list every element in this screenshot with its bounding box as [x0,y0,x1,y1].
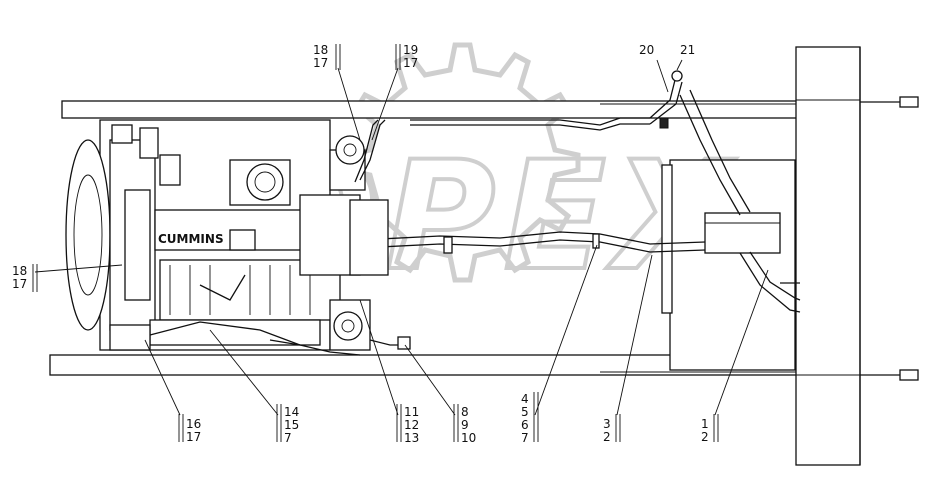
callout-num: 20 [639,43,654,57]
callout-num: 17 [403,56,418,70]
callout-18-17-left: 18 17 [12,264,38,292]
callout-num: 18 [313,43,328,57]
engine: CUMMINS [65,119,411,356]
cross-members [661,46,861,466]
callout-20: 20 [639,43,654,57]
callout-num: 5 [521,405,529,419]
rear-cross-plate [669,159,796,371]
callout-num: 16 [186,417,201,431]
callout-3-2: 3 2 [603,414,621,444]
callout-14-15-7: 14 15 7 [276,404,299,445]
callout-num: 21 [680,43,695,57]
callout-num: 17 [12,277,27,291]
callout-16-17: 16 17 [178,414,201,444]
callout-1-2: 1 2 [701,414,719,444]
upper-engine-mount [335,135,365,165]
callout-num: 2 [701,430,709,444]
callout-num: 3 [603,417,611,431]
callout-8-9-10: 8 9 10 [453,404,476,445]
callout-num: 18 [12,264,27,278]
radiator-fan [65,139,111,331]
callout-num: 15 [284,418,299,432]
callout-num: 2 [603,430,611,444]
callout-num: 9 [461,418,469,432]
rail-end-bottom [899,369,919,381]
callout-num: 12 [404,418,419,432]
callout-num: 13 [404,431,419,445]
frame-rails [49,96,919,381]
rail-end-top [899,96,919,108]
breather-cap [671,70,683,82]
piping [359,70,801,313]
leader-lines [34,59,769,416]
callout-num: 17 [313,56,328,70]
callout-21: 21 [680,43,695,57]
callout-num: 4 [521,392,529,406]
callout-num: 6 [521,418,529,432]
callout-11-12-13: 11 12 13 [396,404,419,445]
callout-num: 11 [404,405,419,419]
callouts: 18 17 19 17 20 21 18 17 16 17 [12,43,719,445]
rear-bumper-member [795,46,861,466]
callout-num: 1 [701,417,709,431]
callout-num: 7 [284,431,292,445]
callout-18-17-top: 18 17 [313,43,341,70]
callout-num: 7 [521,431,529,445]
oil-pan [149,319,321,346]
cross-plate-flange [661,164,673,314]
callout-num: 8 [461,405,469,419]
intake-tube [124,189,151,301]
callout-num: 14 [284,405,299,419]
callout-num: 10 [461,431,476,445]
callout-19-17: 19 17 [395,43,418,70]
callout-num: 19 [403,43,418,57]
muffler-box [704,212,781,254]
callout-num: 17 [186,430,201,444]
callout-4-5-6-7: 4 5 6 7 [521,392,539,445]
lower-engine-mount [333,311,363,341]
engine-brand-text: CUMMINS [158,232,224,246]
